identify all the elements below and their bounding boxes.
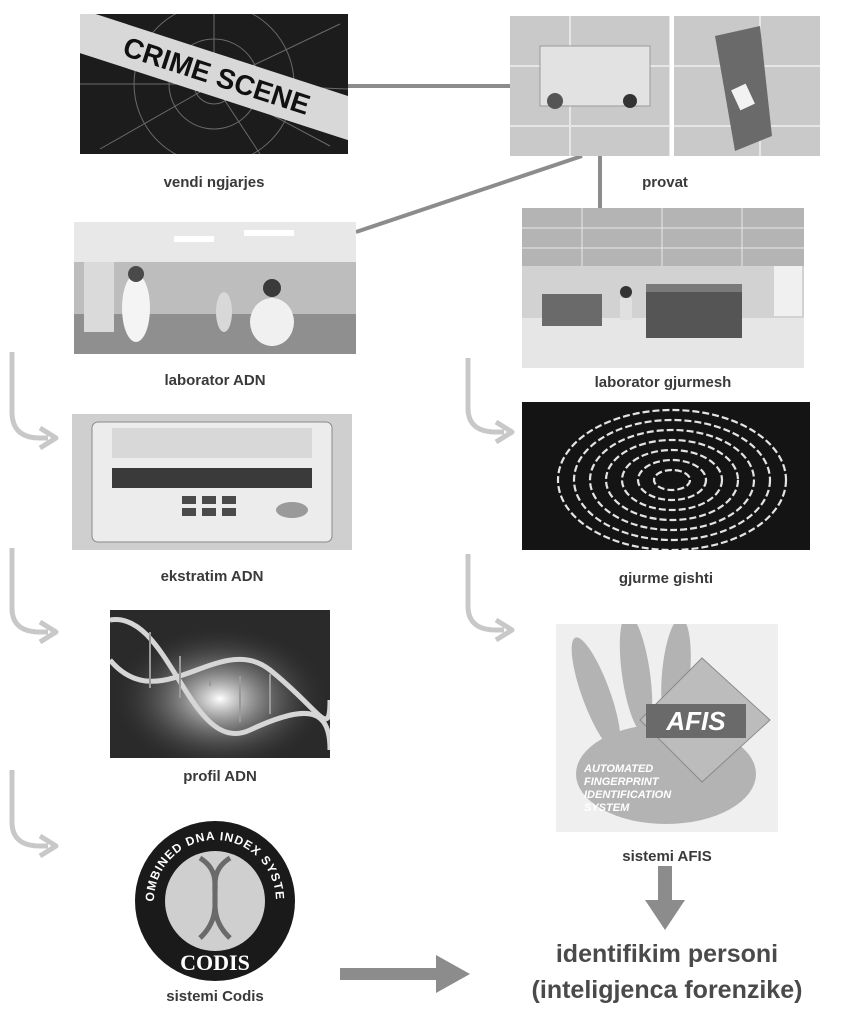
afis-subtitle-line-3: IDENTIFICATION <box>584 789 672 801</box>
caption-dna-extraction: ekstratim ADN <box>160 568 264 585</box>
caption-dna-profile: profil ADN <box>183 768 257 785</box>
fingerprint-photo <box>522 402 810 550</box>
caption-afis: sistemi AFIS <box>622 848 712 865</box>
afis-subtitle-line-4: SYSTEM <box>584 802 630 814</box>
result-title: identifikim personi <box>555 940 779 968</box>
caption-dna-lab: laborator ADN <box>164 372 266 389</box>
curve-arrow-right-1 <box>465 358 515 445</box>
caption-crime-scene: vendi ngjarjes <box>163 174 265 191</box>
afis-subtitle-line-1: AUTOMATED <box>583 763 653 775</box>
afis-logo-text: AFIS <box>665 706 726 736</box>
crime-scene-photo: CRIME SCENE <box>80 14 348 154</box>
dna-extraction-photo <box>72 414 352 550</box>
curve-arrow-left-3 <box>9 770 59 859</box>
codis-logo: COMBINED DNA INDEX SYSTEM CODIS <box>132 818 298 984</box>
trace-lab-photo <box>522 208 804 368</box>
codis-logo-text: CODIS <box>180 950 250 975</box>
curve-arrow-left-1 <box>9 352 59 451</box>
arrow-afis-to-result <box>645 866 685 930</box>
caption-evidence: provat <box>642 174 688 191</box>
curve-arrow-left-2 <box>9 548 59 645</box>
afis-subtitle-line-2: FINGERPRINT <box>584 776 660 788</box>
caption-trace-lab: laborator gjurmesh <box>594 374 732 391</box>
dna-profile-photo <box>110 610 330 758</box>
caption-fingerprint: gjurme gishti <box>618 570 714 587</box>
arrow-codis-to-result <box>340 955 470 993</box>
evidence-photo <box>510 16 820 156</box>
afis-logo: AFIS AUTOMATED FINGERPRINT IDENTIFICATIO… <box>556 624 778 832</box>
curve-arrow-right-2 <box>465 554 515 643</box>
dna-lab-photo <box>74 222 356 354</box>
result-subtitle: (inteligjenca forenzike) <box>531 976 803 1004</box>
caption-codis: sistemi Codis <box>166 988 264 1005</box>
